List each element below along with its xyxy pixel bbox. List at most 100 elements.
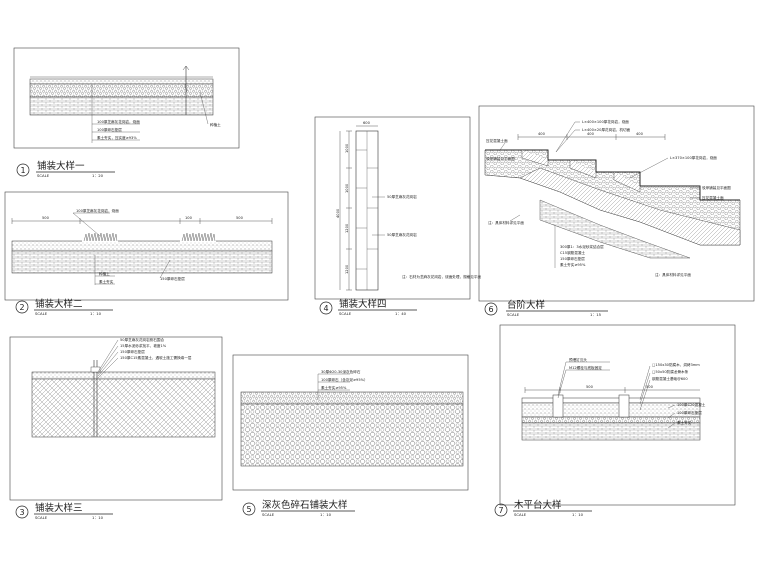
detail-4-dimension-lines (339, 125, 378, 291)
detail-4-dim-4: 1200 (345, 264, 349, 274)
detail-3: 50厚芝麻灰花岗岩侧石围合 15厚水泥砂浆找平，坡度1% 150厚碎石垫层 15… (9, 336, 223, 520)
detail-1-title: 铺装大样一 (37, 160, 85, 172)
detail-3-scale: 1：10 (92, 515, 104, 520)
detail-1-note-1: 100厚芝麻灰花岗岩，烧面 (97, 119, 140, 124)
detail-1-scale-word: SCALE (37, 173, 50, 178)
detail-7-scale: 1：10 (572, 512, 584, 517)
detail-4-plan (355, 130, 379, 291)
detail-4-note-3: 注：石材为芝麻灰花岗岩，烧面处理，规格见平面 (402, 274, 481, 279)
detail-4-dim-total: 4000 (336, 208, 340, 218)
detail-3-title-block: 3 铺装大样三 SCALE 1：10 (15, 502, 113, 520)
detail-4-dim-3: 1200 (345, 223, 349, 233)
detail-6-note-12: 注：具体材料详见平面 (488, 220, 524, 225)
detail-2: 500 100 500 100厚芝麻灰花岗岩，烧面 种植土 素土夯实 150厚碎… (4, 191, 289, 316)
detail-5-title-block: 5 深灰色碎石铺装大样 SCALE 1：10 (242, 499, 355, 517)
detail-6-number: 6 (489, 305, 494, 314)
detail-1-title-block: 1 铺装大样一 SCALE 1：20 (16, 160, 115, 178)
detail-6-note-general: 注：具体材料详见平面 (655, 272, 691, 277)
detail-5-note-2: 100厚碎石（含灰泥≥95%） (321, 377, 368, 382)
detail-6-note-9: C15钢筋混凝土 (560, 250, 585, 255)
detail-3-note-3: 150厚碎石垫层 (120, 349, 145, 354)
detail-6-title: 台阶大样 (507, 299, 545, 311)
detail-5-section (240, 391, 464, 467)
detail-7-note-5: 钢筋混凝土基础@600 (652, 376, 688, 381)
detail-6-dimension-line (517, 134, 666, 140)
detail-3-note-4: 150厚C15素混凝土，遇软土施工需换填一层 (120, 355, 192, 360)
detail-6-scale-word: SCALE (507, 312, 520, 317)
detail-2-note-2: 种植土 (99, 271, 110, 276)
detail-2-title-block: 2 铺装大样二 SCALE 1：10 (15, 298, 113, 316)
detail-6-note-1: L×400×100厚花岗岩，烧面 (582, 119, 629, 124)
detail-6-note-11: 素土夯实≥95% (560, 262, 586, 267)
detail-4-number: 4 (324, 304, 329, 313)
detail-6-dim-2: 400 (587, 132, 595, 136)
detail-7-note-2: M12螺栓与底板固定 (569, 365, 602, 370)
detail-6-stairs (484, 149, 741, 259)
detail-2-dimension-line (11, 218, 273, 224)
detail-2-scale: 1：10 (90, 311, 102, 316)
detail-7-title: 木平台大样 (514, 499, 562, 511)
detail-3-frame (9, 336, 223, 501)
detail-2-leaders (72, 212, 171, 285)
detail-2-title: 铺装大样二 (35, 298, 83, 310)
detail-1-number: 1 (21, 166, 26, 175)
detail-6-leaders (499, 121, 700, 268)
detail-3-note-2: 15厚水泥砂浆找平，坡度1% (120, 343, 167, 348)
detail-1: 100厚芝麻灰花岗岩，烧面 100厚碎石垫层 素土夯实，压实度≥93% 种植土 … (13, 47, 240, 178)
detail-7-note-8: 素土夯实 (677, 420, 692, 425)
detail-4-frame (314, 116, 471, 300)
detail-1-frame (13, 47, 240, 149)
detail-6-title-block: 6 台阶大样 SCALE 1：15 (484, 299, 608, 317)
detail-6-note-8: 300厚1：3水泥砂浆结合层 (560, 244, 604, 249)
detail-2-dim-3: 500 (236, 216, 244, 220)
detail-5-frame (232, 354, 469, 491)
detail-5-leaders (317, 373, 350, 400)
detail-6-dim-1: 400 (538, 132, 546, 136)
detail-7-dimension-line (524, 387, 700, 393)
detail-4-dim-1: 1000 (345, 143, 349, 153)
detail-7-note-7: 100厚碎石垫层 (677, 410, 702, 415)
detail-5-scale: 1：10 (320, 512, 332, 517)
detail-6-note-3: L×370×100厚花岗岩，烧面 (670, 155, 717, 160)
detail-7-scale-word: SCALE (514, 512, 527, 517)
detail-1-side-note: 种植土 (210, 122, 221, 127)
detail-6-note-4: 压花混凝土面 (486, 138, 508, 143)
detail-5-number: 5 (247, 505, 252, 514)
detail-1-section (29, 65, 214, 116)
detail-3-title: 铺装大样三 (35, 502, 83, 514)
detail-7-note-4: □50x50防腐龙骨木条 (652, 369, 689, 374)
detail-2-section (11, 232, 273, 274)
detail-5-title: 深灰色碎石铺装大样 (262, 499, 348, 511)
detail-1-leaders (91, 84, 209, 143)
detail-2-dim-1: 500 (42, 216, 50, 220)
detail-5-scale-word: SCALE (262, 512, 275, 517)
detail-4-title-block: 4 铺装大样四 SCALE 1：40 (319, 298, 417, 316)
detail-7-note-6: 100厚C20混凝土 (677, 402, 706, 407)
detail-2-note-1: 100厚芝麻灰花岗岩，烧面 (76, 208, 119, 213)
detail-6-dim-3: 400 (636, 132, 644, 136)
detail-1-note-2: 100厚碎石垫层 (97, 127, 122, 132)
detail-4-note-1: 50厚芝麻灰花岗岩 (387, 194, 417, 199)
detail-6-note-7: 压花混凝土面 (702, 195, 724, 200)
detail-6: 400 400 400 L×400×100厚花岗岩，烧面 L×400×20厚花岗… (478, 105, 755, 317)
detail-5: 30厚Φ20-30深灰色碎石 100厚碎石（含灰泥≥95%） 素土夯实≥95% … (232, 354, 469, 517)
detail-3-number: 3 (20, 508, 25, 517)
detail-6-frame (478, 105, 755, 302)
detail-6-note-5: 驳岸铺装见平面图 (486, 156, 515, 161)
detail-2-frame (4, 191, 289, 301)
detail-4-note-2: 50厚芝麻灰花岗岩 (387, 232, 417, 237)
detail-4-dim-2: 1000 (345, 183, 349, 193)
detail-7-frame (499, 324, 736, 506)
detail-7-note-1: 预埋钉沉头 (569, 357, 587, 362)
detail-4: 600 1000 1000 1200 1200 4000 50厚芝麻灰花岗岩 5… (314, 116, 481, 316)
detail-7-section (521, 394, 701, 441)
detail-2-dim-2: 100 (185, 216, 193, 220)
detail-7-title-block: 7 木平台大样 SCALE 1：10 (494, 499, 592, 517)
detail-2-note-3: 素土夯实 (99, 279, 114, 284)
detail-6-note-2: L×400×20厚花岗岩，机切面 (582, 127, 631, 132)
detail-7-dim-2: 500 (646, 385, 654, 389)
detail-6-note-10: 150厚碎石垫层 (560, 256, 585, 261)
detail-4-scale: 1：40 (395, 311, 407, 316)
detail-2-number: 2 (20, 303, 25, 312)
